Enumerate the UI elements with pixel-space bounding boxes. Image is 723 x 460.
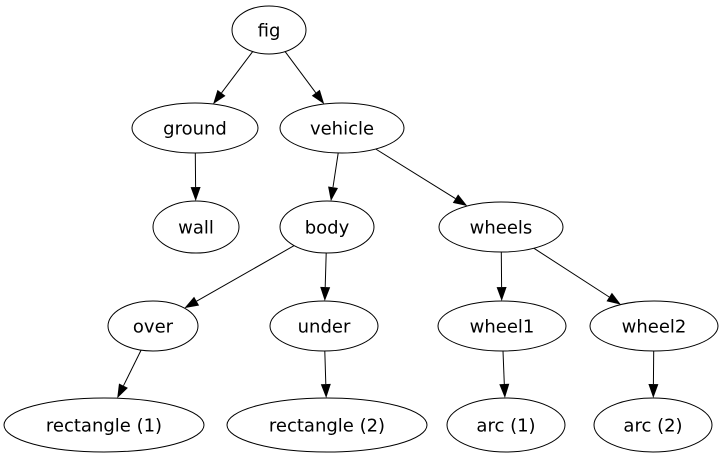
node-wheel2: wheel2 (590, 301, 718, 351)
arrowhead-icon (213, 90, 225, 104)
edge-line (285, 52, 316, 93)
edge-vehicle-to-wheels (376, 149, 468, 206)
edge-line (222, 52, 253, 93)
node-label: under (298, 317, 351, 338)
node-label: rectangle (1) (46, 416, 162, 437)
node-label: wheel2 (622, 317, 687, 338)
arrowhead-icon (648, 384, 658, 398)
edge-vehicle-to-body (328, 153, 338, 201)
node-label: wall (178, 218, 214, 239)
edge-line (503, 351, 504, 384)
node-wall: wall (153, 201, 239, 253)
node-rectangle1: rectangle (1) (4, 398, 204, 452)
edge-wheels-to-wheel2 (534, 248, 621, 304)
node-label: arc (1) (476, 416, 535, 437)
edge-fig-to-vehicle (285, 52, 324, 105)
node-arc2: arc (2) (594, 398, 712, 452)
arrowhead-icon (320, 287, 330, 301)
edge-line (325, 253, 326, 287)
arrowhead-icon (191, 187, 201, 201)
node-fig: fig (232, 6, 306, 54)
arrowhead-icon (184, 297, 199, 308)
node-wheels: wheels (439, 202, 563, 252)
edge-wheels-to-wheel1 (497, 252, 507, 301)
edge-body-to-over (184, 246, 294, 309)
node-ground: ground (132, 103, 258, 153)
node-wheel1: wheel1 (438, 301, 566, 351)
edge-line (534, 248, 609, 297)
edge-line (376, 149, 456, 199)
node-label: ground (163, 119, 227, 140)
edge-line (124, 350, 142, 386)
edge-wheel2-to-arc2 (648, 351, 658, 398)
node-rectangle2: rectangle (2) (227, 398, 427, 452)
node-label: fig (258, 21, 281, 42)
node-arc1: arc (1) (447, 398, 565, 452)
arrowhead-icon (117, 384, 128, 399)
edge-under-to-rectangle2 (321, 351, 331, 398)
edge-line (333, 153, 338, 187)
arrowhead-icon (499, 384, 509, 398)
node-vehicle: vehicle (280, 103, 404, 153)
node-label: arc (2) (623, 416, 682, 437)
arrowhead-icon (607, 293, 621, 305)
arrowhead-icon (328, 187, 338, 202)
edge-body-to-under (320, 253, 330, 301)
node-label: rectangle (2) (269, 416, 385, 437)
node-body: body (280, 201, 374, 253)
arrowhead-icon (321, 384, 331, 398)
arrowhead-icon (497, 287, 507, 301)
node-under: under (270, 301, 378, 351)
node-over: over (108, 301, 198, 351)
node-label: wheel1 (470, 317, 535, 338)
nodes-layer: fig ground vehicle wall body wheels over under w… (4, 6, 718, 452)
node-label: body (305, 218, 350, 239)
edge-ground-to-wall (191, 153, 201, 201)
node-label: wheels (470, 218, 533, 239)
edge-over-to-rectangle1 (117, 350, 141, 398)
edge-line (325, 351, 326, 384)
node-label: over (133, 317, 174, 338)
node-label: vehicle (310, 119, 374, 140)
arrowhead-icon (453, 194, 468, 206)
arrowhead-icon (312, 90, 324, 104)
edge-wheel1-to-arc1 (499, 351, 509, 398)
edge-fig-to-ground (213, 52, 253, 105)
edge-line (197, 246, 295, 302)
